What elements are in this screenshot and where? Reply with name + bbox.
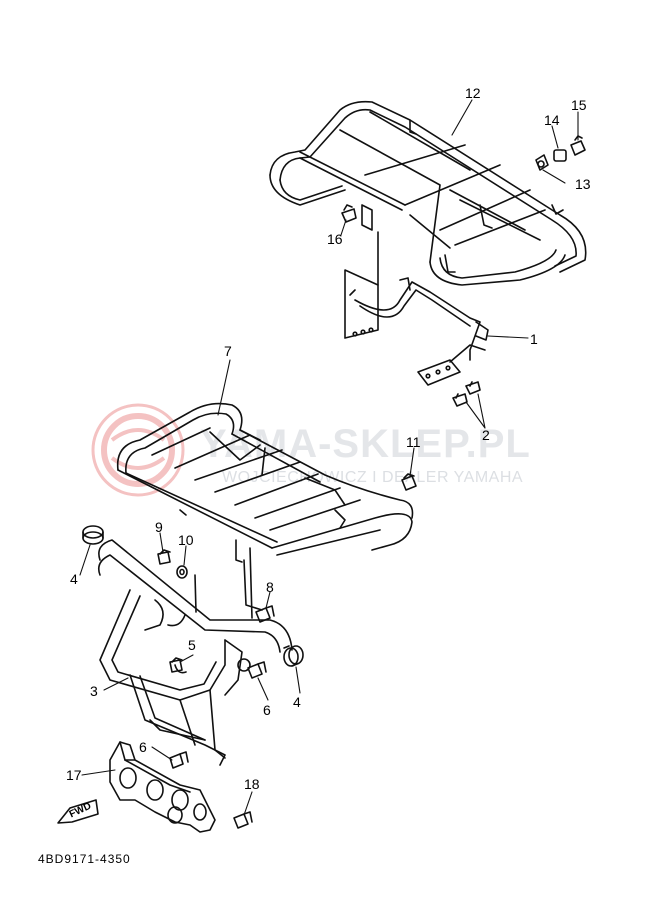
fwd-arrow — [57, 799, 99, 824]
nut-9 — [157, 549, 171, 565]
front-carrier-7 — [116, 402, 414, 619]
grommet-4-left — [82, 525, 104, 545]
callout-9: 9 — [155, 519, 163, 535]
callout-3: 3 — [90, 683, 98, 699]
callout-5: 5 — [188, 637, 196, 653]
callout-14: 14 — [544, 112, 560, 128]
callout-7: 7 — [224, 343, 232, 359]
callout-16: 16 — [327, 231, 343, 247]
nut-5 — [169, 657, 183, 673]
callout-13: 13 — [575, 176, 591, 192]
callout-leaders — [79, 99, 579, 816]
rear-carrier-12 — [269, 100, 587, 286]
grommet-4-right — [283, 645, 304, 667]
front-guard-3 — [97, 539, 293, 766]
bolt-16 — [341, 204, 357, 223]
bolts-2 — [452, 381, 481, 407]
callout-8: 8 — [266, 579, 274, 595]
bolt-6-upper — [247, 661, 267, 679]
nut-11 — [401, 473, 417, 491]
callout-4-left: 4 — [70, 571, 78, 587]
skid-plate-17 — [109, 741, 216, 833]
bolt-6-lower — [169, 751, 189, 769]
callout-15: 15 — [571, 97, 587, 113]
bolt-18 — [233, 811, 253, 829]
callout-18: 18 — [244, 776, 260, 792]
callout-4-right: 4 — [293, 694, 301, 710]
callout-2: 2 — [482, 427, 490, 443]
callout-17: 17 — [66, 767, 82, 783]
diagram-code: 4BD9171-4350 — [38, 852, 131, 866]
callout-12: 12 — [465, 85, 481, 101]
callout-1: 1 — [530, 331, 538, 347]
parts-13-14-15 — [535, 135, 586, 171]
callout-6-upper: 6 — [263, 702, 271, 718]
callout-11: 11 — [406, 434, 421, 450]
washer-10 — [176, 565, 188, 579]
callout-10: 10 — [178, 532, 194, 548]
callout-6-lower: 6 — [139, 739, 147, 755]
bolt-8 — [255, 605, 275, 623]
bracket-1 — [344, 269, 489, 386]
